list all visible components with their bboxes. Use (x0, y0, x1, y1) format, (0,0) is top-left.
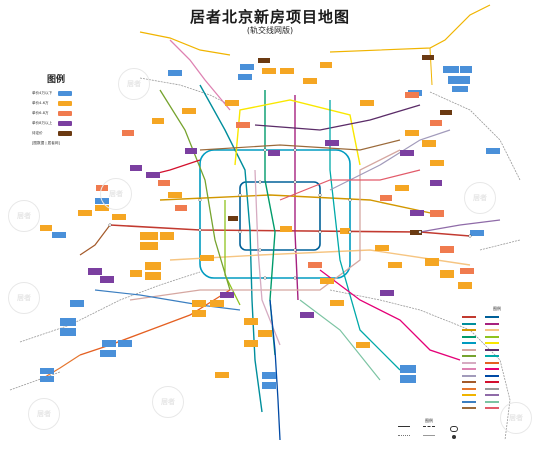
line-legend-row (462, 314, 532, 321)
legend-item-label: 单价6-8万 (32, 111, 49, 115)
watermark-seal: 居者 (8, 282, 40, 314)
watermark-seal: 居者 (500, 402, 532, 434)
symbol-legend-row (392, 435, 466, 441)
legend-note: [图数据 | 居者网] (32, 141, 60, 145)
line-legend-row (462, 340, 532, 347)
legend-swatch-purple (58, 121, 72, 126)
line-legend: 图例 (462, 306, 532, 412)
line3 (279, 169, 421, 201)
changping-line (169, 39, 231, 111)
legend-item: 单价8万以上 (32, 119, 82, 128)
legend-item-label: 待定价 (32, 131, 43, 135)
legend-swatch-red (58, 111, 72, 116)
legend-item-label: 单价8万以上 (32, 121, 53, 125)
line6 (159, 194, 441, 216)
line8 (264, 90, 276, 356)
line9 (224, 200, 241, 306)
east-line (419, 219, 501, 233)
legend-item-label: 单价4-6万 (32, 101, 49, 105)
map-title: 居者北京新房项目地图 (189, 8, 350, 26)
map-subtitle: (轨交线网版) (246, 26, 294, 35)
watermark-seal: 居者 (8, 200, 40, 232)
line1 (109, 224, 421, 233)
symbol-legend: 图例 (392, 418, 466, 441)
symbol-legend-title: 图例 (425, 418, 433, 423)
symbol-legend-item (392, 435, 416, 441)
watermark-seal: 居者 (118, 68, 150, 100)
line-legend-row (462, 379, 532, 386)
suburban-line-north-2 (429, 47, 433, 86)
watermark-seal: 居者 (152, 386, 184, 418)
yizhuang-line (319, 269, 461, 361)
symbol-legend-item (417, 435, 441, 441)
project-markers (40, 55, 500, 389)
suburban-rail-lines (9, 77, 521, 441)
line-legend-row (462, 321, 532, 328)
line14 (129, 149, 401, 301)
line17 (329, 100, 401, 371)
line10-loop (199, 149, 351, 279)
west-line (94, 289, 241, 311)
station-markers (108, 148, 472, 280)
price-legend: 图例 单价4万以下 单价4-6万 单价6-8万 单价8万以上 待定价 [图数据 … (32, 72, 82, 146)
line16 (159, 89, 231, 291)
line-legend-row (462, 334, 532, 341)
line-legend-row (462, 392, 532, 399)
watermark-seal: 居者 (28, 398, 60, 430)
line-legend-row (462, 366, 532, 373)
legend-swatch-orange (58, 101, 72, 106)
watermark-seal: 居者 (100, 178, 132, 210)
line13 (234, 99, 361, 166)
symbol-legend-item (442, 435, 466, 441)
legend-swatch-blue (58, 91, 72, 96)
line-legend-row (462, 405, 532, 412)
suburban-line-north (139, 4, 491, 56)
line-legend-row (462, 353, 532, 360)
symbol-legend-row (392, 426, 466, 433)
legend-title: 图例 (47, 75, 66, 85)
line15 (254, 104, 421, 131)
line-legend-row (462, 360, 532, 367)
batong-line (419, 231, 471, 237)
line7 (169, 249, 471, 266)
legend-item: 单价4-6万 (32, 99, 82, 108)
symbol-legend-item (442, 426, 466, 433)
line-legend-row (462, 347, 532, 354)
line4-daxing (199, 84, 263, 413)
south-line (299, 299, 381, 381)
line-legend-row (462, 399, 532, 406)
line19 (254, 169, 281, 346)
line2-loop (239, 181, 321, 251)
line-legend-row (462, 373, 532, 380)
daxing-airport-line (269, 299, 281, 441)
legend-item: 单价4万以下 (32, 89, 82, 98)
legend-item: 待定价 (32, 129, 82, 138)
line12 (199, 139, 401, 151)
line5 (294, 95, 299, 301)
line-legend-row (462, 386, 532, 393)
line-legend-title: 图例 (493, 306, 501, 311)
watermark-seal: 居者 (464, 182, 496, 214)
s1-line (79, 224, 111, 256)
symbol-legend-item (392, 426, 416, 433)
line-legend-row (462, 327, 532, 334)
legend-swatch-brown (58, 131, 72, 136)
symbol-legend-item (417, 426, 441, 433)
legend-item-label: 单价4万以下 (32, 91, 53, 95)
legend-item: 单价6-8万 (32, 109, 82, 118)
